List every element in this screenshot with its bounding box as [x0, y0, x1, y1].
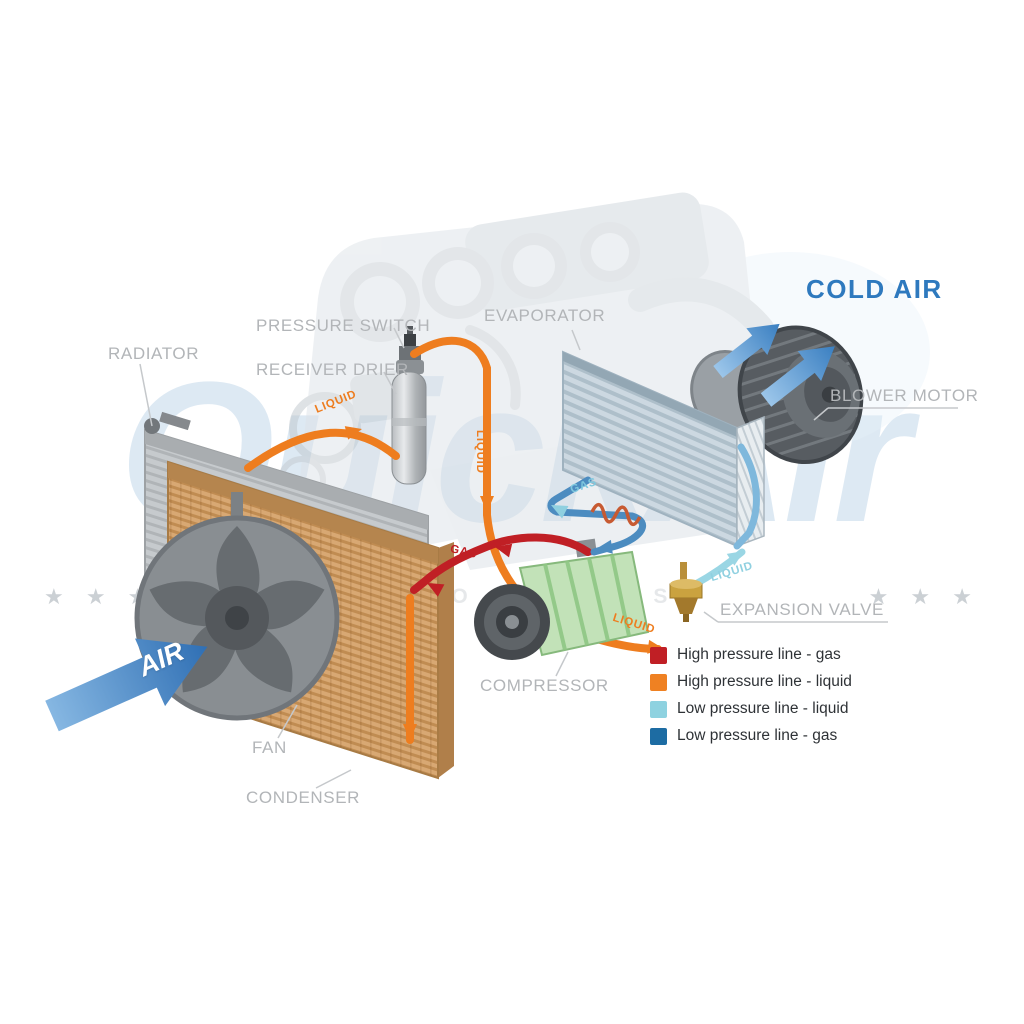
- pressure-switch-label: PRESSURE SWITCH: [256, 316, 431, 335]
- compressor-label: COMPRESSOR: [480, 676, 609, 695]
- pipe-high-pressure-gas: [410, 533, 592, 594]
- legend-item-low-gas: Low pressure line - gas: [650, 727, 852, 745]
- legend-swatch-low-gas: [650, 727, 667, 745]
- legend-label-low-liquid: Low pressure line - liquid: [677, 700, 849, 717]
- evaporator-label: EVAPORATOR: [484, 306, 606, 325]
- leader-lines: [139, 327, 958, 789]
- cold-air-arrows: [713, 323, 835, 407]
- legend-label-high-liquid: High pressure line - liquid: [677, 673, 852, 690]
- air-arrow: [45, 638, 208, 732]
- expansion-valve-label: EXPANSION VALVE: [720, 600, 884, 619]
- fan-label: FAN: [252, 738, 287, 757]
- pipe-high-pressure-liquid: [244, 336, 662, 744]
- legend-swatch-high-liquid: [650, 673, 667, 691]
- blower-motor-label: BLOWER MOTOR: [830, 386, 979, 405]
- pipe-low-pressure-gas: [547, 476, 646, 556]
- expansion-valve-graphic: [669, 562, 703, 622]
- condenser-label: CONDENSER: [246, 788, 361, 807]
- receiver-drier-label: RECEIVER DRIER: [256, 360, 409, 379]
- legend-item-low-liquid: Low pressure line - liquid: [650, 700, 852, 718]
- legend: High pressure line - gas High pressure l…: [650, 646, 852, 745]
- radiator-label: RADIATOR: [108, 344, 200, 363]
- legend-label-low-gas: Low pressure line - gas: [677, 727, 838, 744]
- coil-graphic: [590, 502, 642, 527]
- liquid-flow-label-drier: LIQUID: [474, 430, 486, 474]
- legend-item-high-gas: High pressure line - gas: [650, 646, 852, 664]
- legend-swatch-high-gas: [650, 646, 667, 664]
- legend-label-high-gas: High pressure line - gas: [677, 646, 841, 663]
- legend-swatch-low-liquid: [650, 700, 667, 718]
- legend-item-high-liquid: High pressure line - liquid: [650, 673, 852, 691]
- cold-air-label: COLD AIR: [806, 274, 943, 304]
